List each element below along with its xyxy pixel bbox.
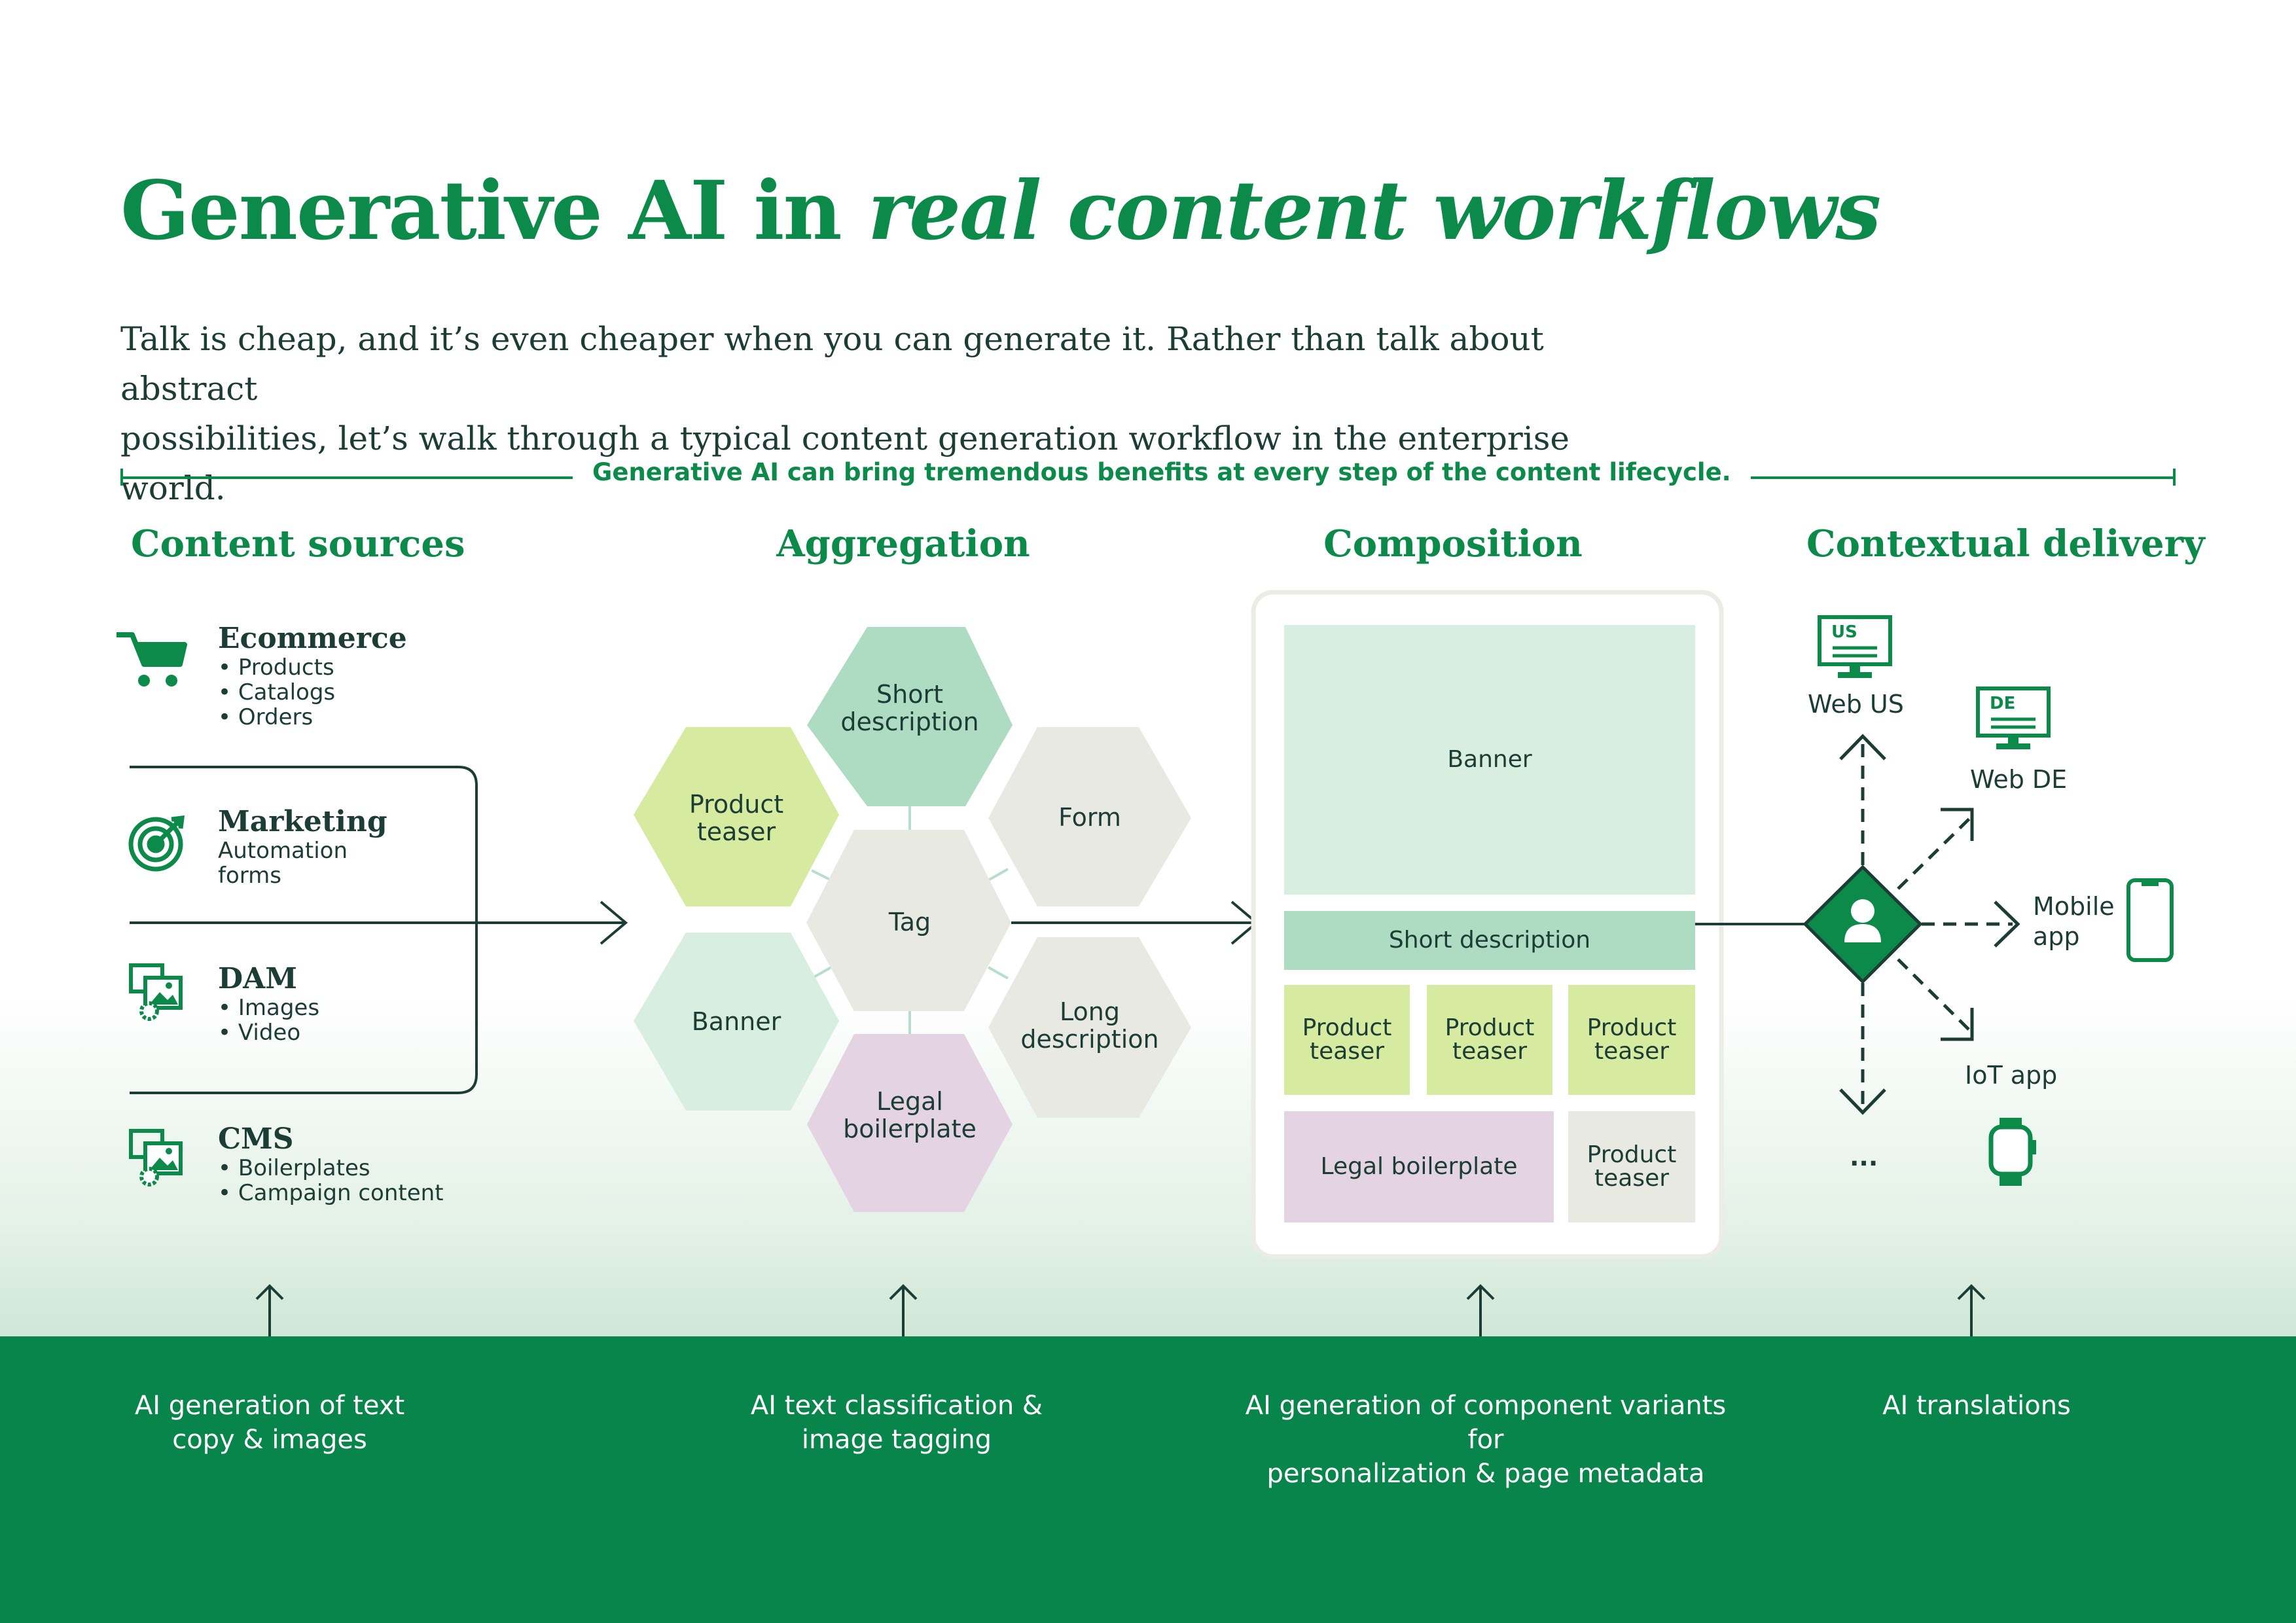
- hex-legal-boilerplate: [807, 1034, 1013, 1212]
- web-us-badge: US: [1831, 622, 1857, 642]
- label-web-us: Web US: [1808, 690, 1904, 719]
- smartwatch-icon: [1988, 1118, 2036, 1186]
- mobile-phone-icon: [2126, 878, 2174, 962]
- comp-legal-boilerplate: Legal boilerplate: [1284, 1111, 1554, 1222]
- comp-short-description: Short description: [1284, 911, 1695, 970]
- label-more: ...: [1850, 1143, 1878, 1171]
- person-icon-head: [1851, 899, 1874, 923]
- hex-label-banner: Banner: [691, 1007, 781, 1036]
- rule-tick-left: [120, 469, 123, 486]
- delivery-dashed-lines: [1861, 743, 2013, 1106]
- intro-paragraph: Talk is cheap, and it’s even cheaper whe…: [120, 320, 1570, 507]
- page-title: Generative AI in real content workflows: [120, 164, 1881, 259]
- hex-tag: [806, 830, 1011, 1011]
- column-title-sources: Content sources: [131, 522, 465, 565]
- monitor-icon-us: [1818, 615, 1892, 678]
- hex-long-description: [988, 937, 1191, 1118]
- image-gallery-gear-icon: [129, 1129, 183, 1186]
- lifecycle-banner: Generative AI can bring tremendous benef…: [573, 458, 1751, 486]
- hex-product-teaser: [634, 727, 839, 906]
- rule-tick-right: [2173, 469, 2176, 486]
- footer-caption-delivery: AI translations: [1882, 1391, 2071, 1421]
- target-icon: [128, 815, 185, 872]
- column-title-delivery: Contextual delivery: [1806, 522, 2205, 565]
- delivery-arrowheads: [1839, 734, 2020, 1115]
- hex-connectors: [811, 805, 1009, 1037]
- footer-band: [0, 1336, 2296, 1623]
- shopping-cart-icon: [117, 632, 187, 687]
- column-title-composition: Composition: [1323, 522, 1583, 565]
- flow-arrowhead-sources: [600, 901, 628, 945]
- hex-label-tag: Tag: [888, 908, 931, 936]
- image-gallery-gear-icon: [129, 963, 183, 1021]
- source-marketing: Marketing Automation forms: [218, 805, 387, 889]
- hex-banner: [634, 933, 839, 1111]
- source-cms: CMS • Boilerplates • Campaign content: [218, 1122, 444, 1206]
- column-title-aggregation: Aggregation: [776, 522, 1030, 565]
- source-bracket: [130, 766, 478, 1094]
- source-ecommerce: Ecommerce • Products • Catalogs • Orders: [218, 622, 407, 730]
- source-dam: DAM • Images • Video: [218, 962, 320, 1046]
- comp-banner: Banner: [1284, 625, 1695, 895]
- hex-form: [988, 727, 1191, 906]
- monitor-icon-de: [1976, 687, 2051, 749]
- person-icon: [1844, 924, 1881, 942]
- web-de-badge: DE: [1990, 694, 2016, 713]
- hex-label-form: Form: [1058, 803, 1121, 832]
- label-web-de: Web DE: [1970, 765, 2068, 794]
- label-iot-app: IoT app: [1965, 1061, 2058, 1090]
- footer-caption-aggregation: AI text classification &image tagging: [750, 1391, 1043, 1455]
- hex-short-description: [807, 627, 1013, 806]
